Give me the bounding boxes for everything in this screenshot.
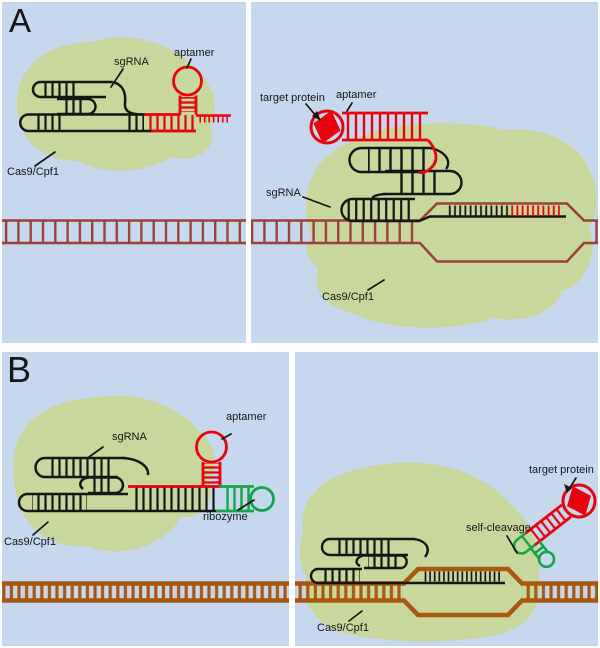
label-pointer-lines [302,102,385,291]
target-protein-ring [309,109,345,145]
panel-a-left [2,2,246,343]
aptamer-stem-loop [144,65,231,133]
cas9-protein-blob [305,123,597,328]
label-pointer-lines [348,477,577,622]
target-protein-diamond [313,110,341,144]
cas9-protein-blob [13,395,215,552]
sgrna-scaffold [340,146,566,223]
target-protein-bound-aptamer [309,109,438,175]
panel-b-left [2,352,289,646]
label-pointer-lines [32,433,255,536]
sgrna-scaffold [17,456,218,513]
label-pointer-lines [34,58,192,167]
ribozyme-hairpin [216,485,275,513]
dna-double-strand [2,219,246,245]
cas9-protein-blob [16,37,215,171]
dna-double-strand [2,581,289,603]
sgrna-scaffold [19,80,154,133]
aptamer-stem-loop [128,430,228,488]
panel-a-right [251,2,598,343]
target-protein-diamond [567,486,591,516]
panel-b-right [295,352,598,646]
sgrna-scaffold [309,537,505,585]
